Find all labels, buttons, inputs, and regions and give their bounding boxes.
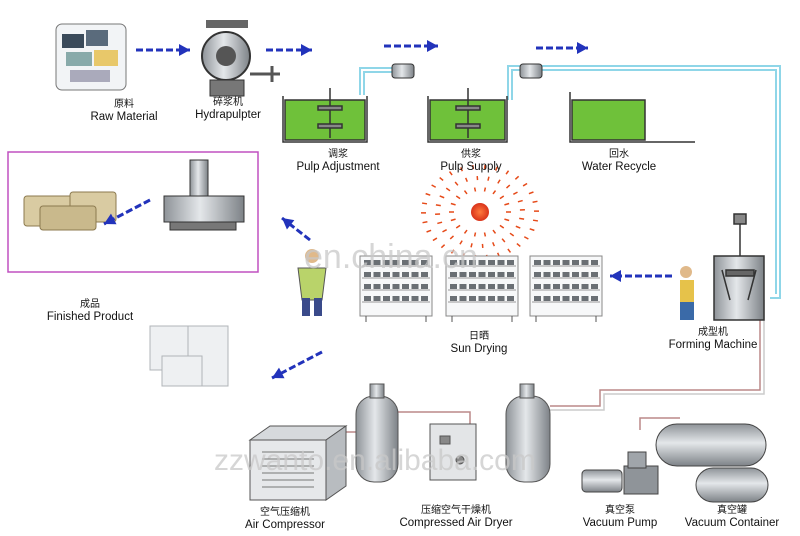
water-pipes bbox=[359, 65, 781, 299]
finished-product-box bbox=[7, 151, 259, 273]
flow-arrow bbox=[610, 270, 672, 282]
flow-arrow bbox=[536, 42, 588, 54]
paper-stacks-illustration bbox=[149, 325, 229, 387]
transfer-machine-illustration bbox=[163, 159, 245, 231]
egg-trays-illustration bbox=[23, 191, 117, 231]
flow-arrow bbox=[266, 44, 312, 56]
worker-right-figure bbox=[680, 266, 694, 320]
flow-arrow bbox=[271, 350, 323, 380]
air-compressor-illustration bbox=[248, 425, 348, 501]
forming-machine-illustration bbox=[713, 213, 765, 321]
drying-rack bbox=[529, 255, 603, 322]
drying-rack bbox=[445, 255, 519, 322]
flow-arrow bbox=[103, 198, 151, 226]
drying-rack bbox=[359, 255, 433, 322]
watermark-bottom: zzwanto.en.alibaba.com bbox=[214, 444, 536, 477]
raw-material-illustration bbox=[55, 23, 127, 91]
flow-arrow bbox=[384, 40, 438, 52]
vacuum-pump-illustration bbox=[581, 451, 659, 495]
air-dryer-illustration bbox=[429, 423, 477, 481]
agitators bbox=[317, 88, 481, 138]
flow-arrows bbox=[103, 40, 672, 380]
pulp-tanks bbox=[282, 92, 695, 143]
worker-left-figure bbox=[297, 249, 327, 316]
vacuum-containers bbox=[655, 423, 769, 503]
air-receiver-tanks bbox=[355, 383, 551, 483]
vacuum-lines bbox=[340, 300, 765, 433]
transfer-pumps bbox=[391, 63, 543, 79]
flow-arrow bbox=[136, 44, 190, 56]
watermark-top: en.china.cn bbox=[304, 238, 478, 276]
flow-arrow bbox=[281, 216, 311, 242]
drying-racks bbox=[359, 255, 603, 322]
hydrapulper-illustration bbox=[201, 20, 280, 97]
